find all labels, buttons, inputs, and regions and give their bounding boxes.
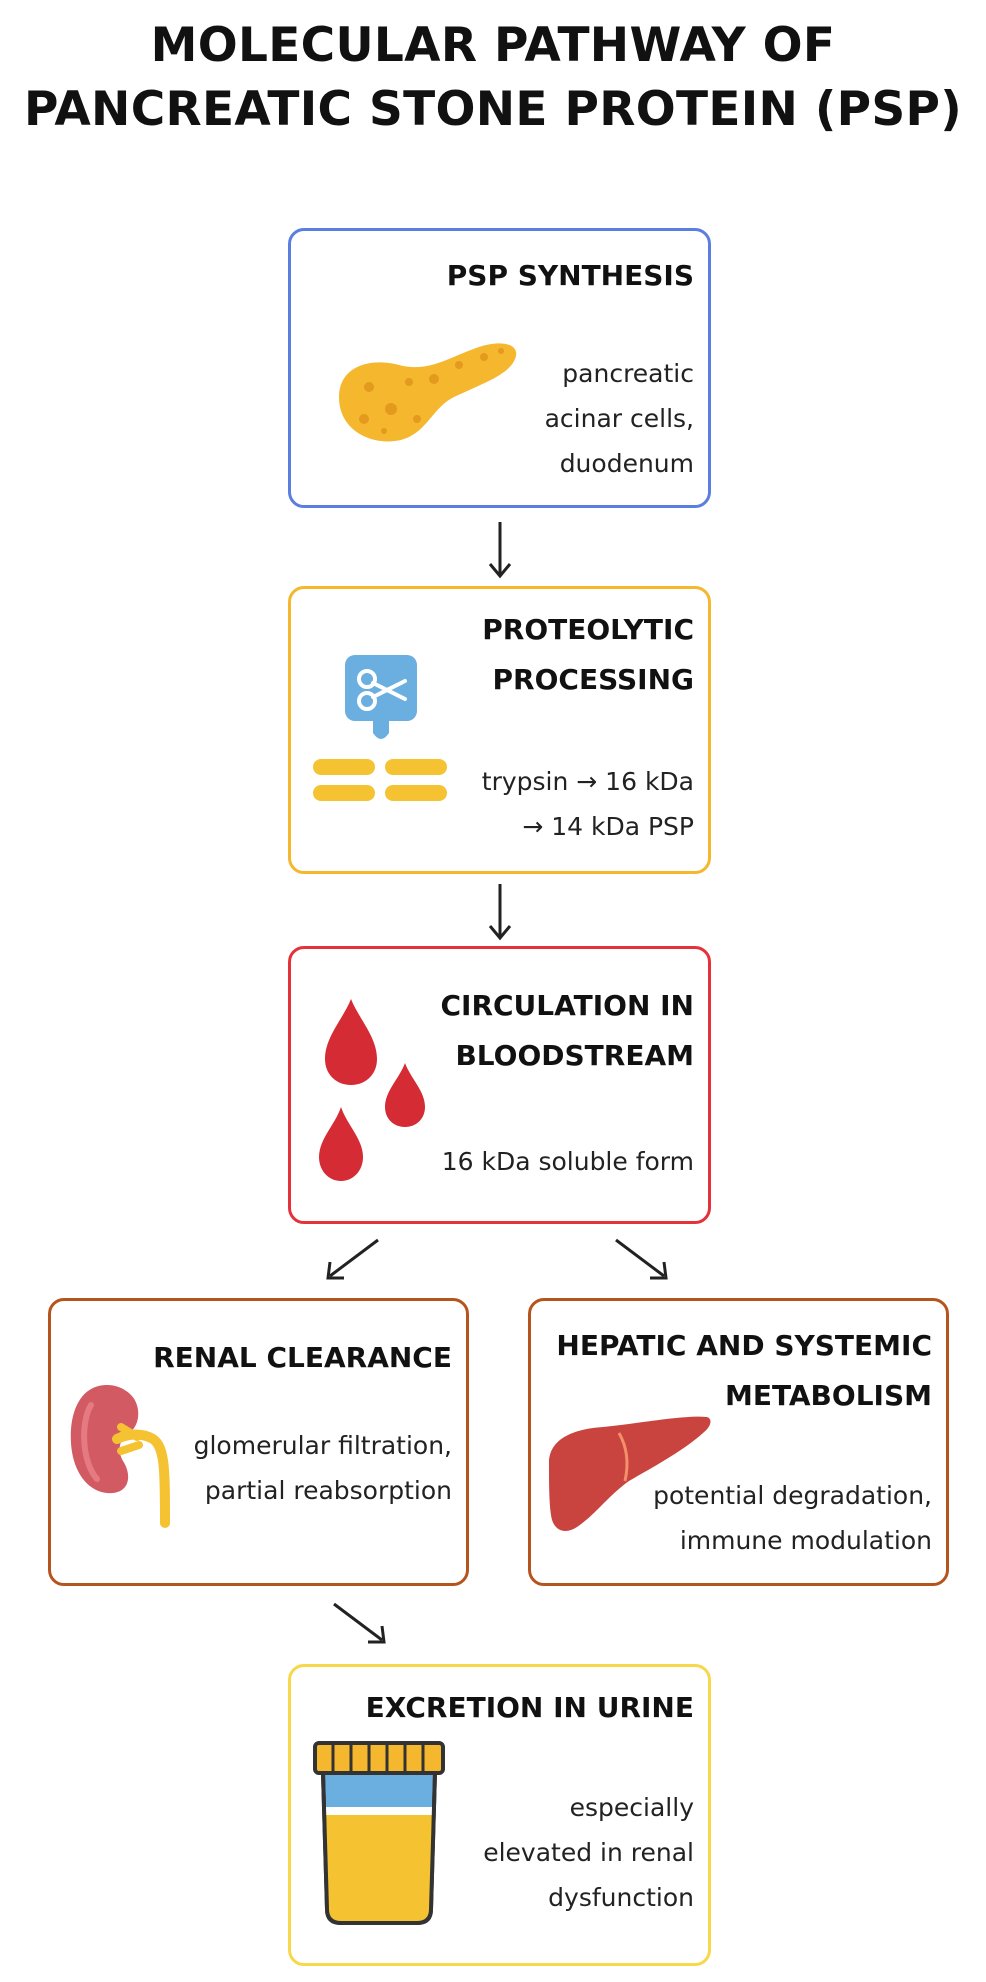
arrow-to-hepatic: [615, 1238, 668, 1280]
title-line-1: MOLECULAR PATHWAY OF: [150, 18, 836, 73]
arrow-to-renal: [326, 1238, 379, 1280]
renal-clearance-text: glomerular filtration, partial reabsorpt…: [193, 1431, 452, 1505]
hepatic-metabolism-text: potential degradation, immune modulation: [653, 1481, 932, 1555]
psp-synthesis-box: PSP SYNTHESIS pancreatic acinar cells, d…: [288, 228, 711, 508]
scissors-icon: [343, 653, 423, 749]
kidney-icon: [67, 1381, 187, 1531]
proteolytic-processing-text: trypsin → 16 kDa → 14 kDa PSP: [481, 767, 694, 841]
excretion-box: EXCRETION IN URINE especially elevated i…: [288, 1664, 711, 1966]
arrow-to-excretion: [333, 1602, 386, 1644]
renal-clearance-title: RENAL CLEARANCE: [153, 1341, 452, 1374]
arrow-down-1: [488, 522, 512, 579]
circulation-box: CIRCULATION IN BLOODSTREAM 16 kDa solubl…: [288, 946, 711, 1224]
urine-cup-icon: [311, 1739, 451, 1929]
psp-synthesis-title: PSP SYNTHESIS: [446, 259, 694, 292]
hepatic-metabolism-box: HEPATIC AND SYSTEMIC METABOLISM potentia…: [528, 1298, 949, 1586]
page-title: MOLECULAR PATHWAY OF PANCREATIC STONE PR…: [0, 14, 986, 142]
pancreas-icon: [329, 327, 519, 447]
blood-drops-icon: [313, 999, 433, 1189]
title-line-2: PANCREATIC STONE PROTEIN (PSP): [23, 82, 963, 137]
excretion-title: EXCRETION IN URINE: [365, 1691, 694, 1724]
renal-clearance-box: RENAL CLEARANCE glomerular filtration, p…: [48, 1298, 469, 1586]
arrow-down-2: [488, 884, 512, 941]
liver-icon: [543, 1411, 713, 1541]
proteolytic-processing-title: PROTEOLYTIC PROCESSING: [482, 613, 694, 696]
proteolytic-processing-box: PROTEOLYTIC PROCESSING trypsin → 16 kDa …: [288, 586, 711, 874]
hepatic-metabolism-title: HEPATIC AND SYSTEMIC METABOLISM: [556, 1329, 932, 1412]
circulation-title: CIRCULATION IN BLOODSTREAM: [440, 989, 694, 1072]
circulation-text: 16 kDa soluble form: [441, 1147, 694, 1176]
psp-synthesis-text: pancreatic acinar cells, duodenum: [544, 359, 694, 478]
excretion-text: especially elevated in renal dysfunction: [483, 1793, 694, 1912]
protein-fragments-icon: [311, 757, 451, 807]
